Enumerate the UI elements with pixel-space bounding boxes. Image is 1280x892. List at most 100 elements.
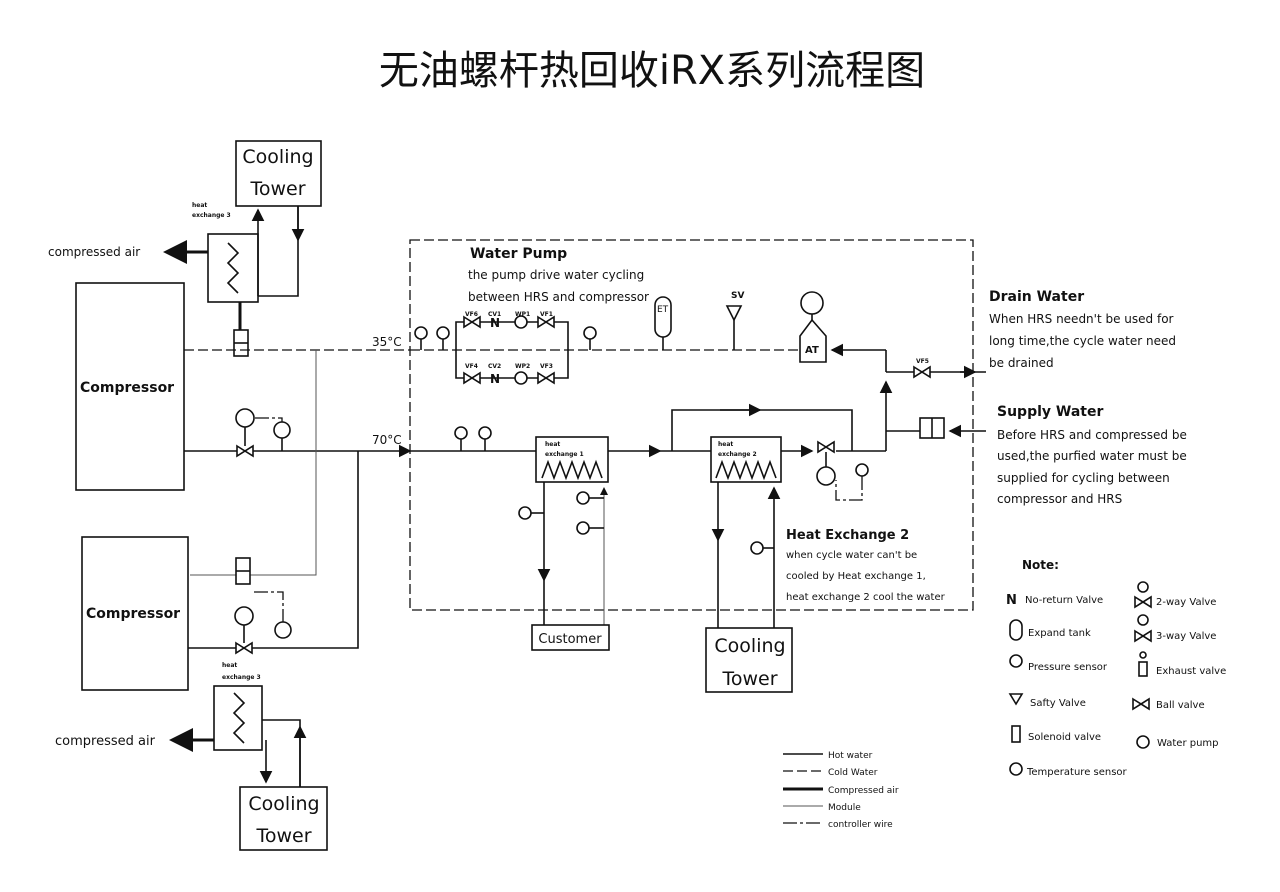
svg-text:heat: heat [718,441,733,448]
svg-text:Compressed air: Compressed air [828,786,899,796]
svg-text:Water pump: Water pump [1157,738,1219,749]
actuator-icon [235,408,255,428]
customer-box: Customer [531,624,610,651]
svg-text:Ball valve: Ball valve [1156,700,1205,711]
pressure-sensor-icon [750,541,764,555]
svg-text:exchange 2: exchange 2 [718,451,757,458]
pressure-sensor-icon [414,326,428,340]
annotation-line: When HRS needn't be used for [989,312,1174,326]
supply-water-title: Supply Water [997,404,1103,420]
annotation-line: long time,the cycle water need [989,334,1176,348]
compressor-1: Compressor [75,282,185,491]
hx3-label: exchange 3 [222,674,261,681]
page-title: 无油螺杆热回收iRX系列流程图 [379,48,925,94]
solenoid-valve-2 [235,557,251,585]
annotation-line: used,the purfied water must be [997,449,1187,463]
cooling-tower-middle: Cooling Tower [705,627,793,693]
solenoid-valve-1 [233,329,249,357]
svg-text:ET: ET [657,305,669,315]
hx3-label: heat [192,202,207,209]
svg-text:VF4: VF4 [465,363,478,370]
heat-exchanger-1: heat exchange 1 [535,436,609,483]
annotation-line: be drained [989,356,1054,370]
exhaust-valve-at: AT [799,291,827,363]
svg-text:N: N [490,372,500,386]
heat-exchanger-2: heat exchange 2 [710,436,782,483]
heat-exchanger-3-bottom [213,685,263,751]
svg-text:CV1: CV1 [488,311,501,318]
line-type-legend: Hot water Cold Water Compressed air Modu… [783,751,899,830]
svg-text:Tower: Tower [721,668,777,690]
cooling-tower-bottom: Cooling Tower [239,786,328,851]
safety-valve: SV [725,291,744,350]
hx3-label: heat [222,662,237,669]
svg-text:controller wire: controller wire [828,820,893,830]
solenoid-valve-supply [919,417,945,439]
svg-text:N: N [490,316,500,330]
3-way-valve [816,441,836,486]
temperature-sensor-icon [855,463,869,477]
temperature-sensor-icon [518,506,532,520]
svg-text:Customer: Customer [538,632,602,647]
svg-text:heat: heat [545,441,560,448]
temp-35-label: 35°C [372,335,402,349]
svg-text:Cooling: Cooling [714,635,785,657]
cooling-tower-top: Cooling Tower [235,140,322,207]
svg-text:Cold Water: Cold Water [828,768,878,778]
annotation-line: compressor and HRS [997,492,1122,506]
svg-text:Solenoid valve: Solenoid valve [1028,732,1101,743]
svg-text:exchange 1: exchange 1 [545,451,584,458]
svg-text:Compressor: Compressor [80,380,174,396]
svg-text:Compressor: Compressor [86,606,180,622]
heat-exchanger-3-top [207,233,259,303]
temperature-sensor-icon [576,491,590,505]
annotation-line: the pump drive water cycling [468,268,644,282]
annotation-line: between HRS and compressor [468,290,649,304]
pressure-sensor-icon [478,426,492,440]
temperature-sensor-icon [274,621,292,639]
symbol-legend: Note: N No-return Valve Expand tank Pres… [1006,558,1226,778]
svg-text:Tower: Tower [255,825,311,847]
expand-tank: ET [654,296,672,350]
svg-text:Cooling: Cooling [248,793,319,815]
actuator-icon [234,606,254,626]
water-pump-title: Water Pump [470,246,567,262]
module-boundary [409,239,974,611]
svg-text:Temperature sensor: Temperature sensor [1026,767,1128,778]
svg-text:Tower: Tower [249,178,305,200]
svg-text:Module: Module [828,803,861,813]
svg-text:VF6: VF6 [465,311,478,318]
svg-text:WP2: WP2 [515,363,530,370]
svg-text:Cooling: Cooling [242,146,313,168]
annotation-line: Before HRS and compressed be [997,428,1187,442]
svg-text:CV2: CV2 [488,363,501,370]
temperature-sensor-icon [454,426,468,440]
svg-text:No-return Valve: No-return Valve [1025,595,1103,606]
temperature-sensor-icon [436,326,450,340]
drain-water-title: Drain Water [989,289,1084,305]
svg-text:Exhaust valve: Exhaust valve [1156,666,1226,677]
annotation-line: heat exchange 2 cool the water [786,592,946,603]
annotation-line: when cycle water can't be [786,550,917,561]
svg-text:Note:: Note: [1022,558,1059,572]
compressed-air-label-bottom: compressed air [55,734,156,749]
pressure-sensor-icon [583,326,597,340]
svg-text:VF1: VF1 [540,311,553,318]
vf5-label: VF5 [916,358,929,365]
svg-text:WP1: WP1 [515,311,530,318]
svg-text:Safty Valve: Safty Valve [1030,698,1086,709]
svg-text:Expand tank: Expand tank [1028,628,1091,639]
svg-text:Hot water: Hot water [828,751,873,761]
compressor-2: Compressor [81,536,189,691]
pressure-sensor-icon [576,521,590,535]
svg-text:SV: SV [731,291,744,301]
annotation-line: supplied for cycling between [997,471,1170,485]
svg-text:Pressure sensor: Pressure sensor [1028,662,1108,673]
temp-70-label: 70°C [372,433,402,447]
hx2-annotation-title: Heat Exchange 2 [786,528,909,543]
annotation-line: cooled by Heat exchange 1, [786,571,926,582]
hx3-label: exchange 3 [192,212,231,219]
